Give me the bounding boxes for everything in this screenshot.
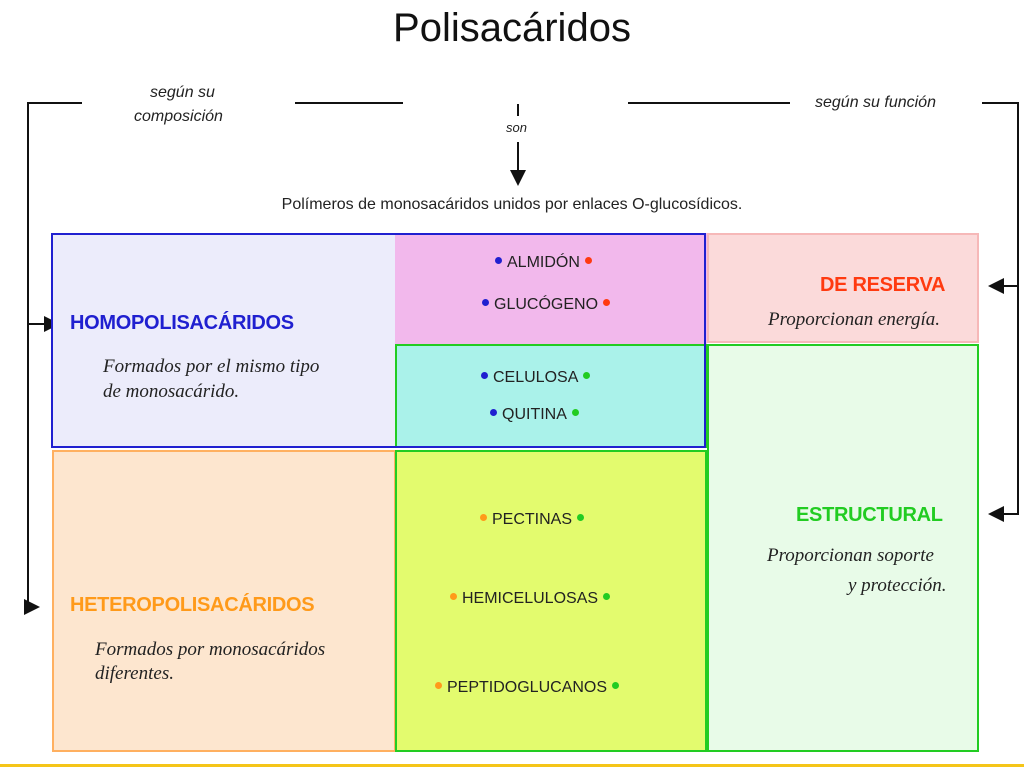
item-celulosa: CELULOSA xyxy=(476,369,595,387)
homo-dot xyxy=(481,372,488,380)
hetero-dot xyxy=(480,514,487,522)
item-peptidoglucanos: PEPTIDOGLUCANOS xyxy=(430,679,624,697)
homo-desc-2: de monosacárido. xyxy=(103,381,240,402)
structural-dot xyxy=(583,372,591,380)
bottom-accent-line xyxy=(0,764,1024,767)
page-title: Polisacáridos xyxy=(393,6,631,50)
homo-dot xyxy=(490,409,497,417)
hetero-desc-1: Formados por monosacáridos xyxy=(95,639,326,660)
definition-text: Polímeros de monosacáridos unidos por en… xyxy=(281,196,743,213)
hetero-structural-box xyxy=(395,450,707,752)
reserve-heading: DE RESERVA xyxy=(820,274,946,296)
hetero-dot xyxy=(435,682,442,690)
hetero-dot xyxy=(450,593,457,601)
homo-dot xyxy=(482,299,489,307)
reserve-desc: Proporcionan energía. xyxy=(768,309,941,330)
item-label: CELULOSA xyxy=(493,369,579,386)
homo-dot xyxy=(495,257,502,265)
item-label: GLUCÓGENO xyxy=(494,296,599,313)
homo-desc-1: Formados por el mismo tipo xyxy=(103,356,320,377)
structural-dot xyxy=(571,409,579,417)
item-pectinas: PECTINAS xyxy=(475,511,589,529)
homo-outline xyxy=(51,233,706,448)
reserve-dot xyxy=(603,299,611,307)
by-function-label: según su función xyxy=(815,94,936,111)
item-glucogeno: GLUCÓGENO xyxy=(477,296,615,314)
item-label: ALMIDÓN xyxy=(507,254,580,271)
item-quitina: QUITINA xyxy=(485,406,584,424)
item-hemicelulosas: HEMICELULOSAS xyxy=(445,590,615,608)
structural-dot xyxy=(577,514,585,522)
by-composition-label-2: composición xyxy=(134,108,223,125)
structural-heading: ESTRUCTURAL xyxy=(796,504,943,526)
structural-dot xyxy=(603,593,611,601)
item-label: QUITINA xyxy=(502,406,567,423)
structural-region xyxy=(707,344,979,752)
item-almidon: ALMIDÓN xyxy=(490,254,597,272)
structural-dot xyxy=(612,682,620,690)
item-label: HEMICELULOSAS xyxy=(462,590,599,607)
by-composition-label-1: según su xyxy=(150,84,215,101)
hetero-desc-2: diferentes. xyxy=(95,663,174,684)
item-label: PEPTIDOGLUCANOS xyxy=(447,679,608,696)
homo-heading: HOMOPOLISACÁRIDOS xyxy=(70,312,294,334)
item-label: PECTINAS xyxy=(492,511,573,528)
homo-reserve-box xyxy=(395,233,707,344)
hetero-heading: HETEROPOLISACÁRIDOS xyxy=(70,594,315,616)
are-label: son xyxy=(506,120,527,135)
structural-desc-2: y protección. xyxy=(848,575,947,596)
reserve-region xyxy=(707,233,979,343)
homo-region xyxy=(52,233,396,447)
homo-structural-box xyxy=(395,344,707,448)
reserve-dot xyxy=(584,257,592,265)
structural-desc-1: Proporcionan soporte xyxy=(767,545,934,566)
